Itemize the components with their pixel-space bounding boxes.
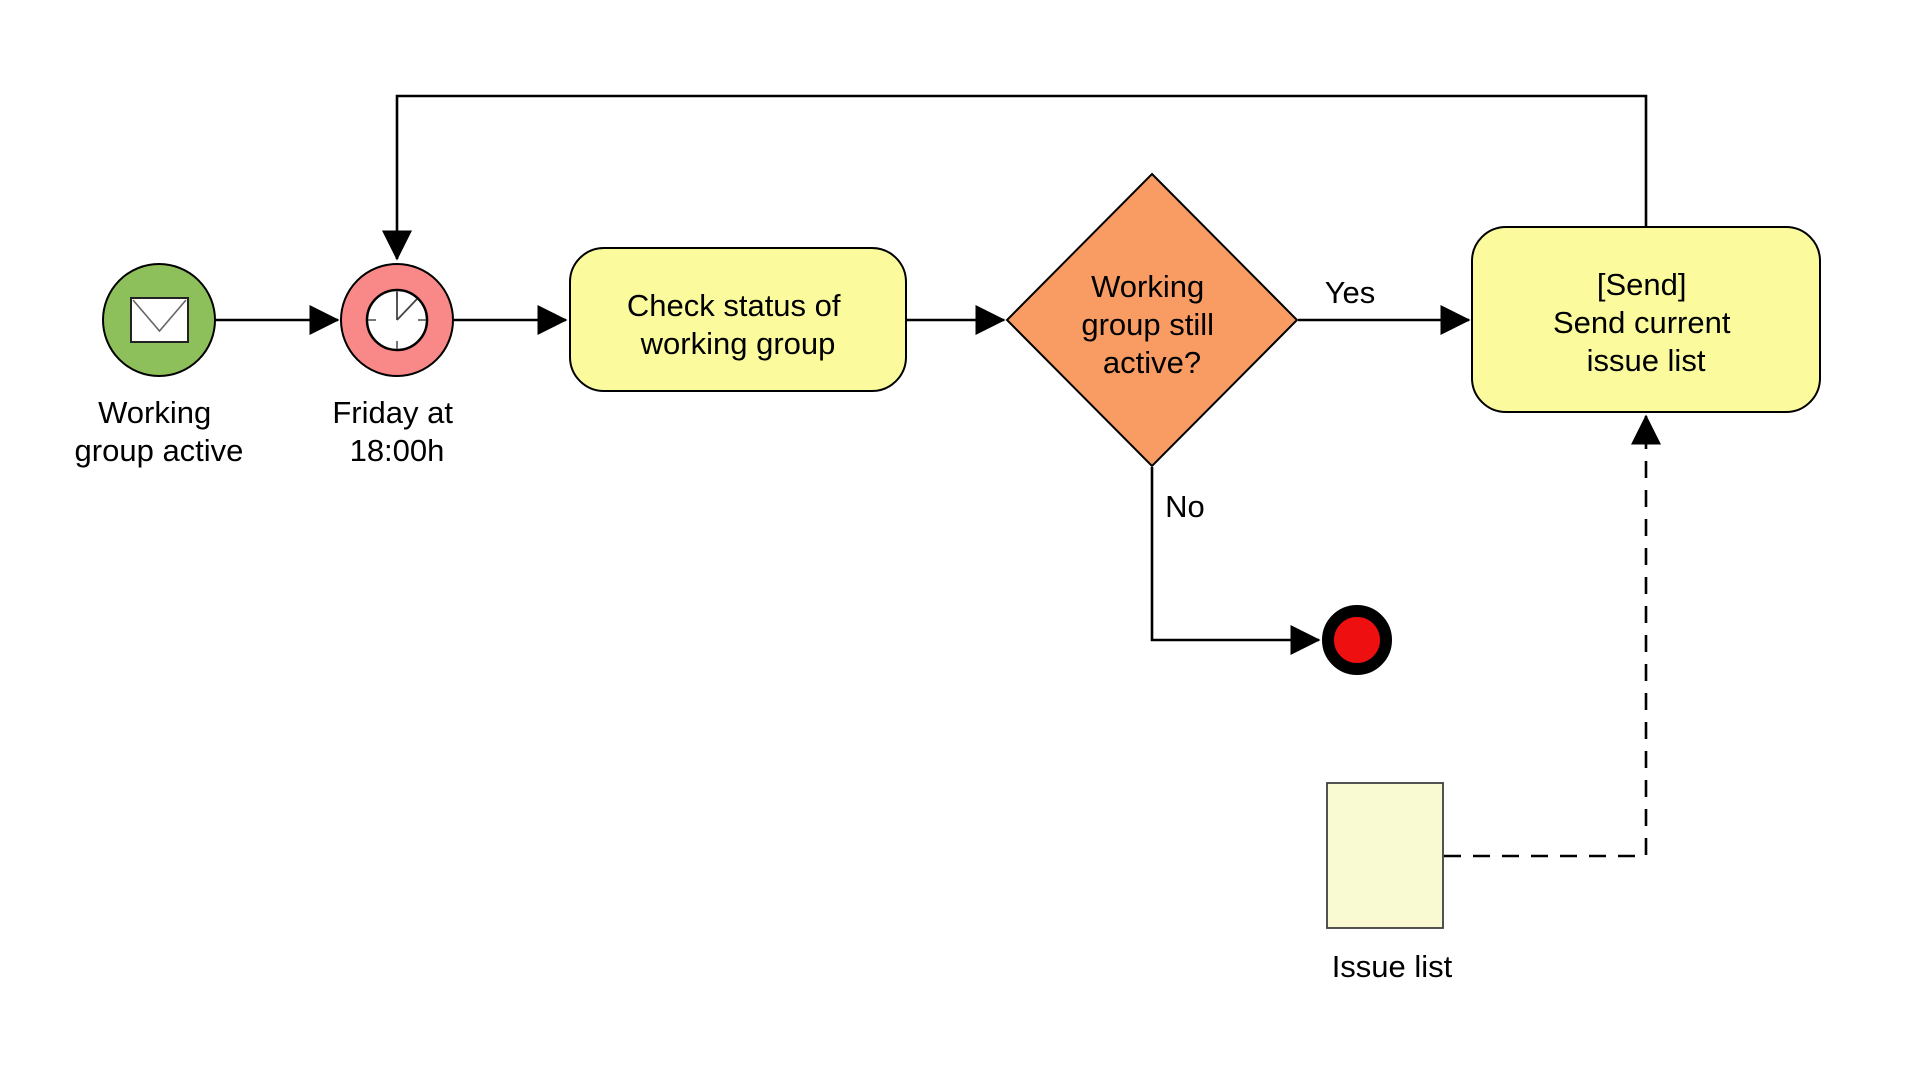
- data-object-issue-list-label: Issue list: [1332, 949, 1453, 984]
- task-check-status: Check status of working group: [569, 247, 907, 392]
- timer-event-friday-1800: Friday at 18:00h: [332, 263, 461, 468]
- data-object-issue-list: Issue list: [1326, 782, 1453, 984]
- flow-gateway-no-to-end: [1150, 467, 1321, 655]
- task-check-status-label: Check status of working group: [627, 288, 849, 361]
- sequence-flows: Yes No: [216, 94, 1661, 858]
- clock-icon: [365, 288, 429, 352]
- timer-event-label: Friday at 18:00h: [332, 395, 461, 468]
- flow-label-yes: Yes: [1325, 275, 1376, 310]
- task-send-issue-list: [Send] Send current issue list: [1471, 226, 1821, 413]
- association-issuelist-to-send: [1444, 414, 1661, 858]
- gateway-diamond: [1005, 172, 1299, 468]
- task-send-issue-list-box: [1471, 226, 1821, 413]
- end-event: [1322, 605, 1392, 675]
- data-object-issue-list-box: [1326, 782, 1444, 929]
- envelope-icon: [130, 297, 189, 343]
- gateway-label: Working group still active?: [1081, 269, 1222, 380]
- start-event-label: Working group active: [75, 395, 244, 468]
- task-send-issue-list-label: [Send] Send current issue list: [1553, 267, 1739, 378]
- start-event-working-group-active: Working group active: [75, 263, 244, 468]
- gateway-working-group-still-active: Working group still active?: [1005, 172, 1299, 468]
- end-event-circle: [1322, 605, 1392, 675]
- task-check-status-box: [569, 247, 907, 392]
- flow-label-no: No: [1165, 489, 1205, 524]
- flow-loop-send-to-timer: [382, 94, 1648, 261]
